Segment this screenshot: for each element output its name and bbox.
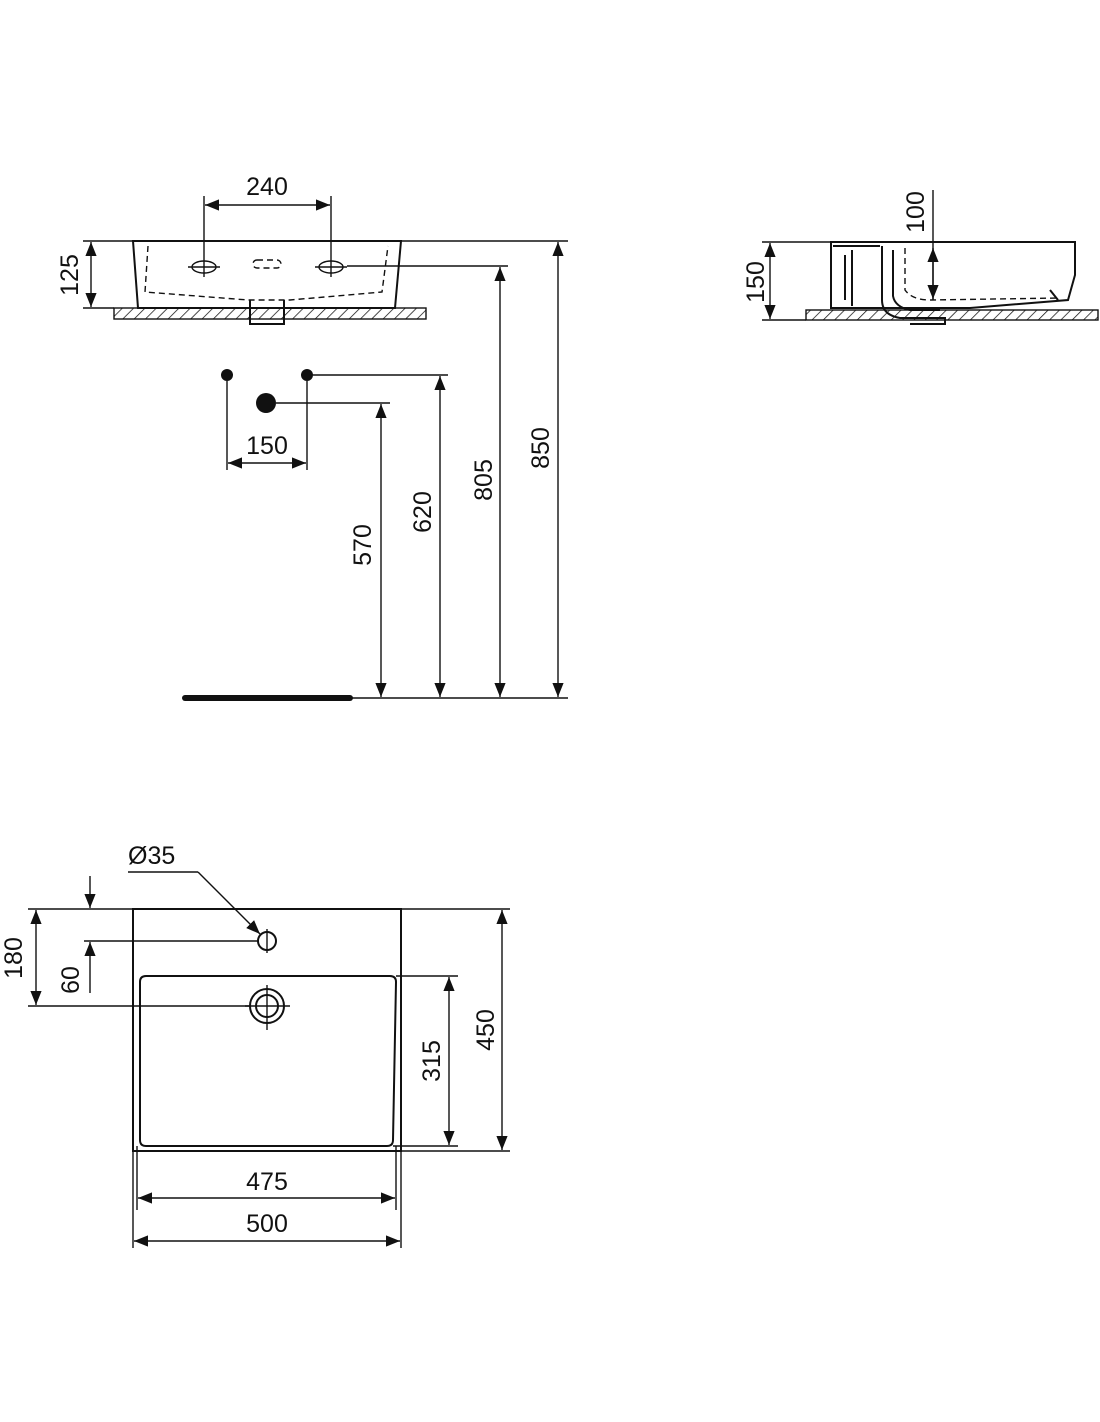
- dim-500: 500: [246, 1210, 288, 1238]
- dim-475: 475: [246, 1168, 288, 1196]
- plan-outer-outline: [132, 908, 402, 1152]
- supply-point-left: [221, 369, 233, 381]
- front-view: 240 125 150 570 620 805 850: [56, 173, 568, 701]
- tap-hole-right: [315, 257, 347, 277]
- dim-450: 450: [472, 1009, 500, 1051]
- supply-point-right: [301, 369, 313, 381]
- dim-125: 125: [56, 254, 84, 296]
- dim-315: 315: [418, 1040, 446, 1082]
- side-countertop: [805, 309, 1099, 321]
- dim-850: 850: [527, 427, 555, 469]
- dim-150: 150: [246, 432, 288, 460]
- dim-side-150: 150: [742, 261, 770, 303]
- plan-bowl: [139, 975, 398, 1147]
- dim-620: 620: [409, 491, 437, 533]
- dim-tap-diameter: Ø35: [128, 842, 175, 870]
- dim-side-100: 100: [902, 191, 930, 233]
- plan-view: Ø35 180 60 315 450 475 500: [0, 842, 510, 1248]
- dim-60: 60: [57, 966, 85, 994]
- tap-hole-left: [188, 257, 220, 277]
- waste-drain: [245, 985, 290, 1030]
- dim-570: 570: [349, 524, 377, 566]
- dim-180: 180: [0, 937, 28, 979]
- overflow-slot: [252, 259, 282, 269]
- dim-805: 805: [470, 459, 498, 501]
- countertop: [113, 307, 427, 320]
- side-basin-outline: [830, 241, 1076, 309]
- side-waste-pipe: [881, 246, 946, 325]
- waste-outlet: [249, 300, 285, 325]
- bowl-hidden-line: [144, 245, 389, 301]
- side-view: 150 100: [742, 190, 1099, 325]
- basin-outline: [131, 240, 403, 309]
- waste-point: [256, 393, 276, 413]
- side-bowl-hidden-line: [904, 248, 1061, 301]
- dim-240: 240: [246, 173, 288, 201]
